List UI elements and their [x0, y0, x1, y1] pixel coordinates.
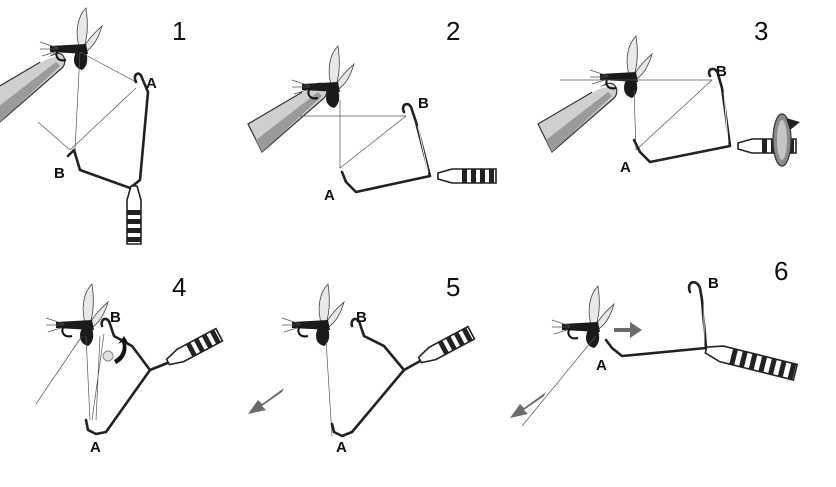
point-a-label: A [324, 187, 335, 204]
step-2: 2 B A [247, 16, 497, 204]
step-3: 3 B A [537, 16, 800, 176]
step-number: 5 [446, 272, 460, 302]
point-b-label: B [356, 309, 367, 326]
tied-fly-icon [551, 285, 615, 349]
point-b-label: B [110, 309, 121, 326]
step-number: 1 [172, 16, 186, 46]
point-a-label: A [146, 75, 157, 92]
whip-finish-tool-icon [703, 341, 799, 381]
step-number: 3 [754, 16, 768, 46]
rotate-arrow-icon [102, 336, 130, 364]
finger-icon [0, 52, 66, 123]
tied-fly-icon [45, 283, 109, 347]
point-b-label: B [716, 63, 727, 80]
step-1: 1 A B [0, 7, 186, 245]
point-b-label: B [54, 165, 65, 182]
rotate-arrow-icon [772, 113, 800, 167]
pull-arrow-icon [510, 392, 546, 418]
point-a-label: A [620, 159, 631, 176]
step-4: 4 B A [35, 272, 224, 456]
point-a-label: A [90, 439, 101, 456]
step-number: 2 [446, 16, 460, 46]
whip-finish-tool-icon [415, 325, 476, 367]
point-a-label: A [596, 357, 607, 374]
push-arrow-icon [614, 322, 642, 338]
pull-arrow-icon [248, 388, 284, 414]
step-number: 6 [774, 256, 788, 286]
finger-icon [247, 82, 328, 153]
point-a-label: A [336, 439, 347, 456]
step-6: 6 B A [510, 256, 799, 427]
whip-finish-tool-icon [163, 327, 224, 369]
tied-fly-icon [281, 283, 345, 347]
finger-icon [537, 82, 618, 153]
whip-finish-tool-icon [437, 168, 497, 184]
whip-finish-tool-icon [126, 185, 142, 245]
step-5: 5 B A [248, 272, 476, 456]
point-b-label: B [708, 275, 719, 292]
step-number: 4 [172, 272, 186, 302]
point-b-label: B [418, 95, 429, 112]
